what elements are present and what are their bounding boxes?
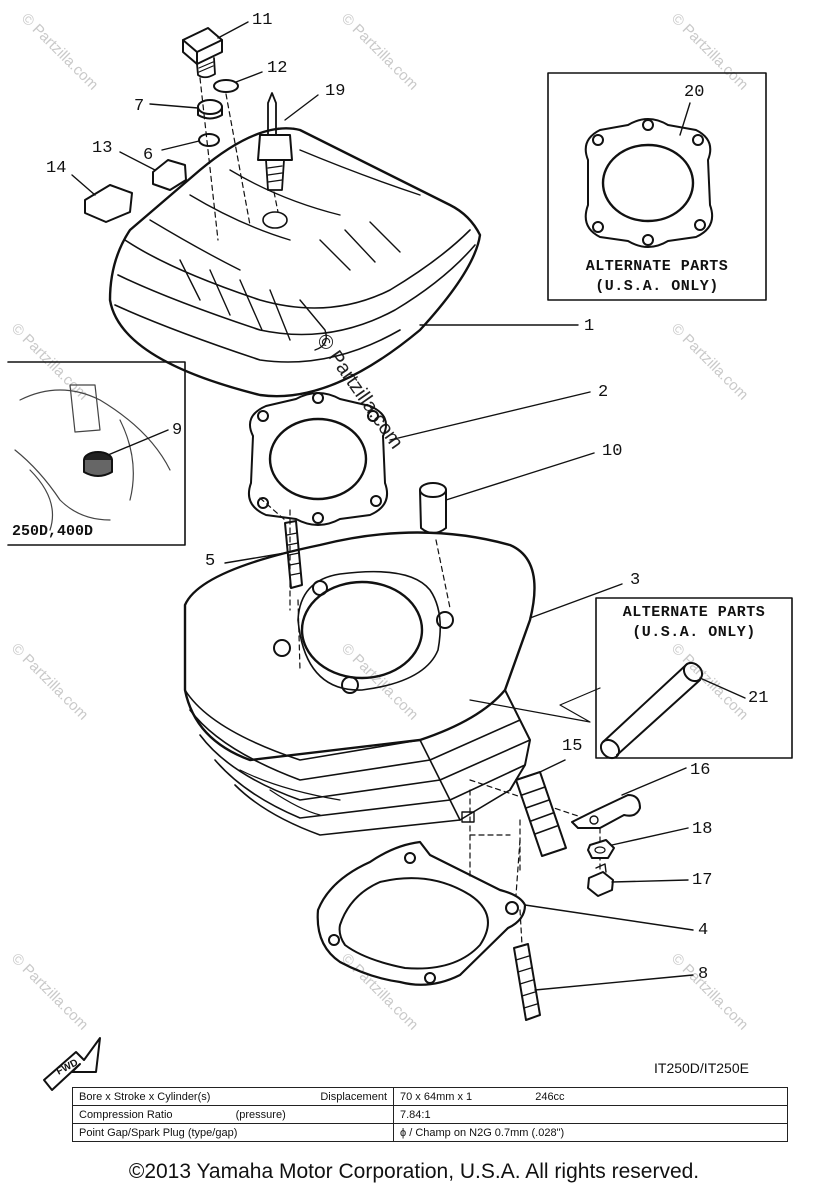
callout-5[interactable]: 5 — [205, 552, 216, 571]
callout-18[interactable]: 18 — [692, 820, 713, 839]
callout-17[interactable]: 17 — [692, 871, 713, 890]
spec-value: ϕ / Champ on N2G 0.7mm (.028") — [393, 1123, 788, 1142]
callout-11[interactable]: 11 — [252, 11, 273, 30]
inset-sketch — [14, 384, 171, 531]
callout-10[interactable]: 10 — [602, 442, 623, 461]
model-code: IT250D/IT250E — [654, 1060, 749, 1076]
alternate-box-top — [547, 72, 767, 301]
stud-5 — [284, 520, 303, 589]
spec-value-right: 246cc — [535, 1090, 565, 1103]
callout-8[interactable]: 8 — [698, 965, 709, 984]
callout-6[interactable]: 6 — [143, 146, 154, 165]
spec-label-left: Compression Ratio — [79, 1108, 173, 1121]
spec-label-left: Bore x Stroke x Cylinder(s) — [79, 1090, 211, 1103]
spec-value: 70 x 64mm x 1 246cc — [393, 1087, 788, 1106]
cylinder-3 — [183, 531, 536, 836]
copyright-notice: ©2013 Yamaha Motor Corporation, U.S.A. A… — [128, 1160, 700, 1183]
callout-14[interactable]: 14 — [46, 159, 67, 178]
table-row: Bore x Stroke x Cylinder(s) Displacement… — [72, 1087, 788, 1106]
alternate-parts-title-right: ALTERNATE PARTS (U.S.A. ONLY) — [598, 604, 790, 641]
washer-6 — [198, 133, 220, 147]
spec-value-left: 7.84:1 — [400, 1108, 431, 1121]
alternate-parts-title-top: ALTERNATE PARTS (U.S.A. ONLY) — [556, 258, 758, 295]
washer-18 — [587, 839, 615, 859]
spec-label: Bore x Stroke x Cylinder(s) Displacement — [72, 1087, 394, 1106]
spark-plug-19 — [257, 92, 293, 191]
pipe-21 — [599, 661, 704, 760]
spec-value-left: ϕ / Champ on N2G 0.7mm (.028") — [400, 1126, 565, 1139]
alternate-parts-line1: ALTERNATE PARTS — [622, 604, 766, 621]
callout-15[interactable]: 15 — [562, 737, 583, 756]
inset-box — [7, 361, 186, 546]
bolt-17 — [587, 863, 614, 897]
head-gasket-2 — [247, 392, 389, 526]
fwd-arrow — [43, 1037, 101, 1091]
spec-label-right: Displacement — [320, 1090, 387, 1103]
spec-value: 7.84:1 — [393, 1105, 788, 1124]
dowel-pin-10 — [419, 482, 447, 534]
callout-12[interactable]: 12 — [267, 59, 288, 78]
cap-13 — [152, 159, 187, 191]
spec-label: Point Gap/Spark Plug (type/gap) — [72, 1123, 394, 1142]
callout-7[interactable]: 7 — [134, 97, 145, 116]
callout-16[interactable]: 16 — [690, 761, 711, 780]
callout-3[interactable]: 3 — [630, 571, 641, 590]
callout-21[interactable]: 21 — [748, 689, 769, 708]
cap-14 — [84, 184, 133, 223]
alternate-parts-line2: (U.S.A. ONLY) — [595, 278, 719, 295]
table-row: Compression Ratio (pressure) 7.84:1 — [72, 1105, 788, 1124]
callout-9[interactable]: 9 — [172, 421, 183, 440]
callout-1[interactable]: 1 — [584, 317, 595, 336]
base-gasket-4 — [316, 840, 527, 986]
stud-8 — [513, 943, 541, 1021]
spec-value-left: 70 x 64mm x 1 — [400, 1090, 473, 1103]
damper-15 — [515, 771, 567, 857]
table-row: Point Gap/Spark Plug (type/gap) ϕ / Cham… — [72, 1123, 788, 1142]
head-gasket-alternate — [584, 118, 714, 248]
alternate-parts-line1: ALTERNATE PARTS — [585, 258, 729, 275]
nut-7 — [197, 99, 223, 120]
spec-label-right: (pressure) — [235, 1108, 286, 1121]
callout-13[interactable]: 13 — [92, 139, 113, 158]
callout-4[interactable]: 4 — [698, 921, 709, 940]
bracket-16 — [571, 794, 641, 829]
bolt-11 — [182, 27, 223, 79]
callout-20[interactable]: 20 — [684, 83, 705, 102]
alternate-box-right — [595, 597, 793, 759]
callout-19[interactable]: 19 — [325, 82, 346, 101]
alternate-parts-line2: (U.S.A. ONLY) — [632, 624, 756, 641]
nut-9 — [83, 451, 113, 477]
spec-label-left: Point Gap/Spark Plug (type/gap) — [79, 1126, 238, 1139]
spec-label: Compression Ratio (pressure) — [72, 1105, 394, 1124]
spec-table: Bore x Stroke x Cylinder(s) Displacement… — [72, 1087, 788, 1142]
callout-2[interactable]: 2 — [598, 383, 609, 402]
washer-12 — [213, 79, 239, 93]
inset-variant-label: 250D,400D — [12, 523, 94, 540]
